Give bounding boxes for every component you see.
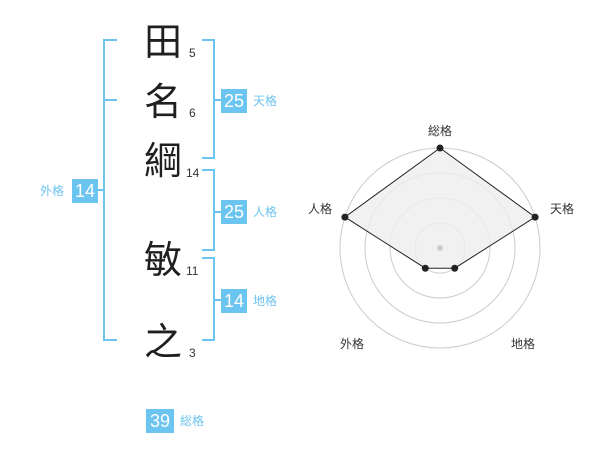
soukaku-value-badge: 39 <box>146 409 174 433</box>
name-char-1: 田 <box>143 20 182 64</box>
stroke-count-4: 11 <box>186 264 199 278</box>
jinkaku-bracket <box>202 169 215 251</box>
gaikaku-label: 外格 <box>40 184 65 198</box>
jinkaku-value-badge: 25 <box>221 200 247 224</box>
stroke-count-3: 14 <box>186 166 200 180</box>
radar-polygon <box>344 147 536 269</box>
stroke-count-5: 3 <box>189 346 196 360</box>
radar-label-soukaku: 総格 <box>428 124 453 138</box>
radar-label-chikaku: 地格 <box>511 337 536 351</box>
chikaku-value-badge: 14 <box>221 289 247 313</box>
radar-point-5 <box>341 213 349 221</box>
radar-point-1 <box>436 144 444 152</box>
radar-point-2 <box>531 213 539 221</box>
radar-label-jinkaku: 人格 <box>308 202 333 216</box>
radar-label-tenkaku: 天格 <box>550 202 575 216</box>
name-char-3: 綱 <box>143 139 182 183</box>
stroke-count-1: 5 <box>189 46 196 60</box>
tenkaku-label: 天格 <box>253 94 278 108</box>
radar-point-3 <box>451 264 459 272</box>
name-char-4: 敏 <box>143 238 182 282</box>
chikaku-label: 地格 <box>253 294 278 308</box>
tenkaku-value-badge: 25 <box>221 89 247 113</box>
radar-label-gaikaku: 外格 <box>340 337 365 351</box>
name-char-5: 之 <box>143 320 182 364</box>
name-char-2: 名 <box>143 80 182 124</box>
radar-point-4 <box>421 264 429 272</box>
jinkaku-label: 人格 <box>253 205 278 219</box>
stroke-count-2: 6 <box>189 106 196 120</box>
soukaku-label: 総格 <box>180 414 205 428</box>
gaikaku-value-badge: 14 <box>72 179 98 203</box>
radar-center-dot <box>437 245 443 251</box>
